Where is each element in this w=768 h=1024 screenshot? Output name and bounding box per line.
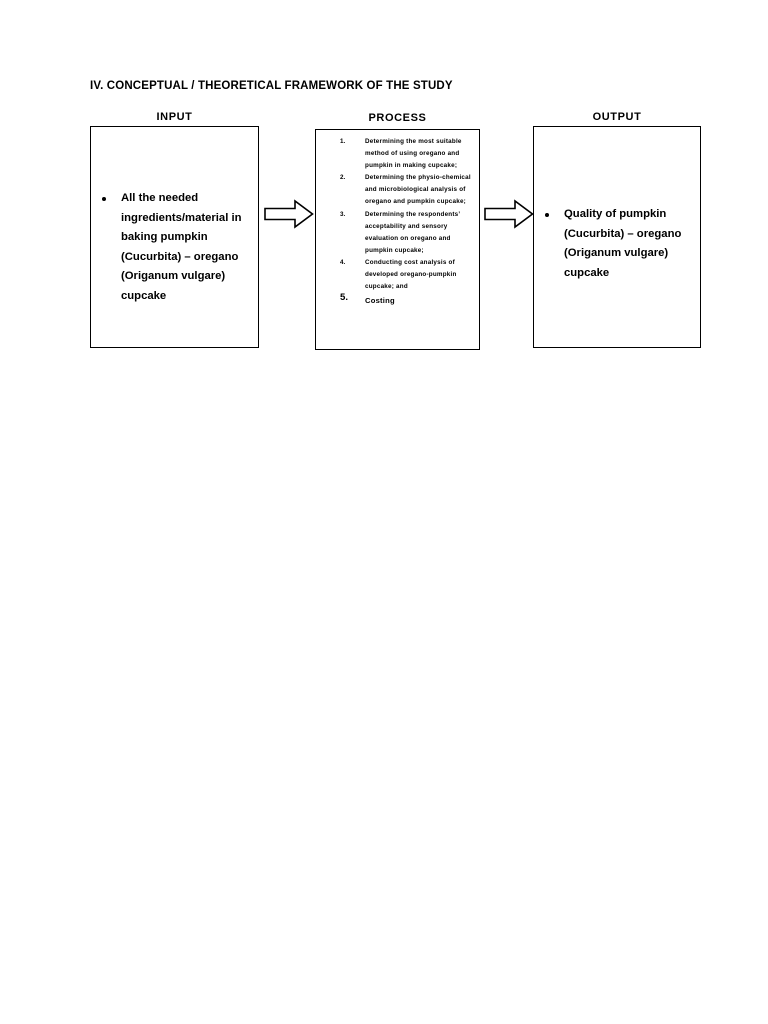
process-item-list: 1. Determining the most suitable method …: [323, 136, 475, 308]
column-heading-output: OUTPUT: [592, 111, 642, 123]
list-item-number: 4.: [340, 258, 346, 266]
list-item-text: Determining the physio-chemical and micr…: [365, 174, 471, 206]
list-item-text: Costing: [365, 296, 395, 306]
input-item-list: All the needed ingredients/material in b…: [97, 189, 253, 307]
output-item-text: Quality of pumpkin (Cucurbita) – oregano…: [564, 208, 682, 279]
list-item: 2. Determining the physio-chemical and m…: [323, 172, 475, 208]
arrow-right-icon: [264, 199, 314, 229]
list-item: 4. Conducting cost analysis of developed…: [323, 257, 475, 293]
output-item-list: Quality of pumpkin (Cucurbita) – oregano…: [540, 205, 696, 283]
bullet-icon: [545, 212, 549, 217]
column-heading-process: PROCESS: [368, 112, 427, 124]
output-box: [533, 126, 701, 348]
list-item-number: 5.: [340, 292, 349, 304]
process-box: [315, 129, 480, 350]
list-item-number: 1.: [340, 138, 346, 145]
input-box: [90, 126, 259, 348]
input-item-text: All the needed ingredients/material in b…: [121, 192, 242, 302]
input-to-process-arrow: [264, 199, 314, 229]
list-item: 3. Determining the respondents’ acceptab…: [323, 209, 475, 257]
list-item: Quality of pumpkin (Cucurbita) – oregano…: [540, 205, 696, 283]
arrow-right-icon: [484, 199, 534, 229]
list-item: 1. Determining the most suitable method …: [323, 136, 475, 172]
list-item-text: Determining the respondents’ acceptabili…: [365, 210, 461, 254]
list-item: 5. Costing: [323, 292, 475, 308]
list-item-number: 3.: [340, 210, 346, 218]
list-item: All the needed ingredients/material in b…: [97, 189, 253, 307]
list-item-text: Determining the most suitable method of …: [365, 138, 462, 170]
list-item-number: 2.: [340, 174, 346, 182]
column-heading-input: INPUT: [156, 111, 193, 123]
process-to-output-arrow: [484, 199, 534, 229]
page-title: IV. CONCEPTUAL / THEORETICAL FRAMEWORK O…: [90, 80, 453, 92]
bullet-icon: [102, 196, 106, 201]
list-item-text: Conducting cost analysis of developed or…: [365, 258, 457, 291]
